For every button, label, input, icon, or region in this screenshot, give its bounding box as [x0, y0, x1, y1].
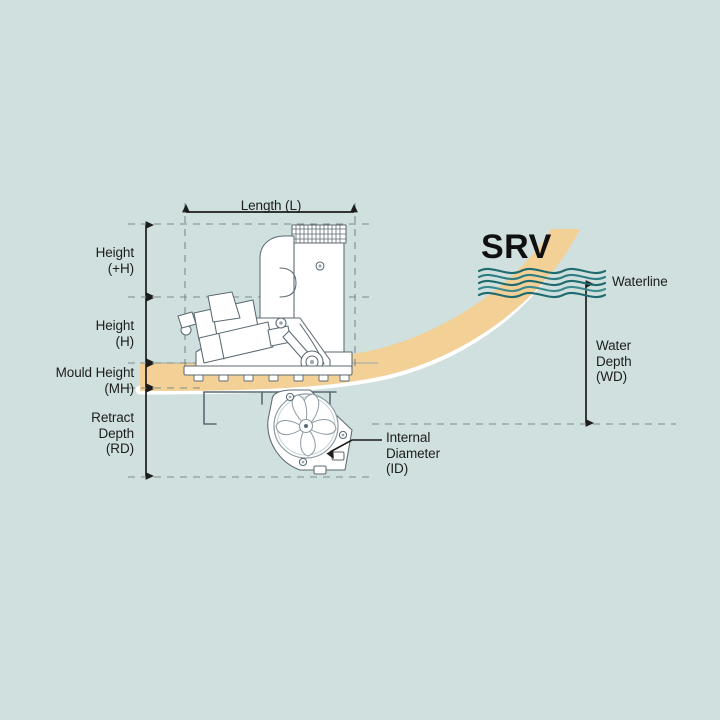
label-retract-depth: Retract Depth (RD): [91, 410, 134, 456]
propeller-blades: [275, 393, 337, 457]
thruster-pod: [267, 389, 353, 475]
mounting-rail: [183, 365, 353, 376]
dimension-lines: [145, 204, 594, 480]
srv-wordmark: SRV: [481, 228, 552, 266]
label-height: Height (H): [95, 318, 135, 349]
actuator-bracket: [177, 311, 197, 329]
label-mould-height: Mould Height (MH): [55, 365, 134, 396]
leader-internal-diameter: [326, 439, 382, 460]
label-height-plus: Height (+H): [95, 245, 135, 276]
label-waterline: Waterline: [612, 274, 668, 289]
thruster-assembly: [177, 224, 353, 475]
alignment-guides: [128, 203, 676, 478]
label-length: Length (L): [240, 198, 302, 213]
fin-hatching: [291, 224, 347, 244]
housing-arc-detail: [279, 267, 297, 298]
actuator-cylinders: [177, 291, 292, 364]
srv-wave-mark: [477, 267, 607, 299]
label-internal-diameter: Internal Diameter (ID): [386, 430, 440, 476]
actuator-tilt-plate: [207, 291, 241, 323]
pod-bolts: [285, 392, 348, 475]
mounting-bolts: [193, 374, 350, 382]
label-water-depth: Water Depth (WD): [596, 338, 632, 384]
actuator-lower: [198, 321, 274, 364]
